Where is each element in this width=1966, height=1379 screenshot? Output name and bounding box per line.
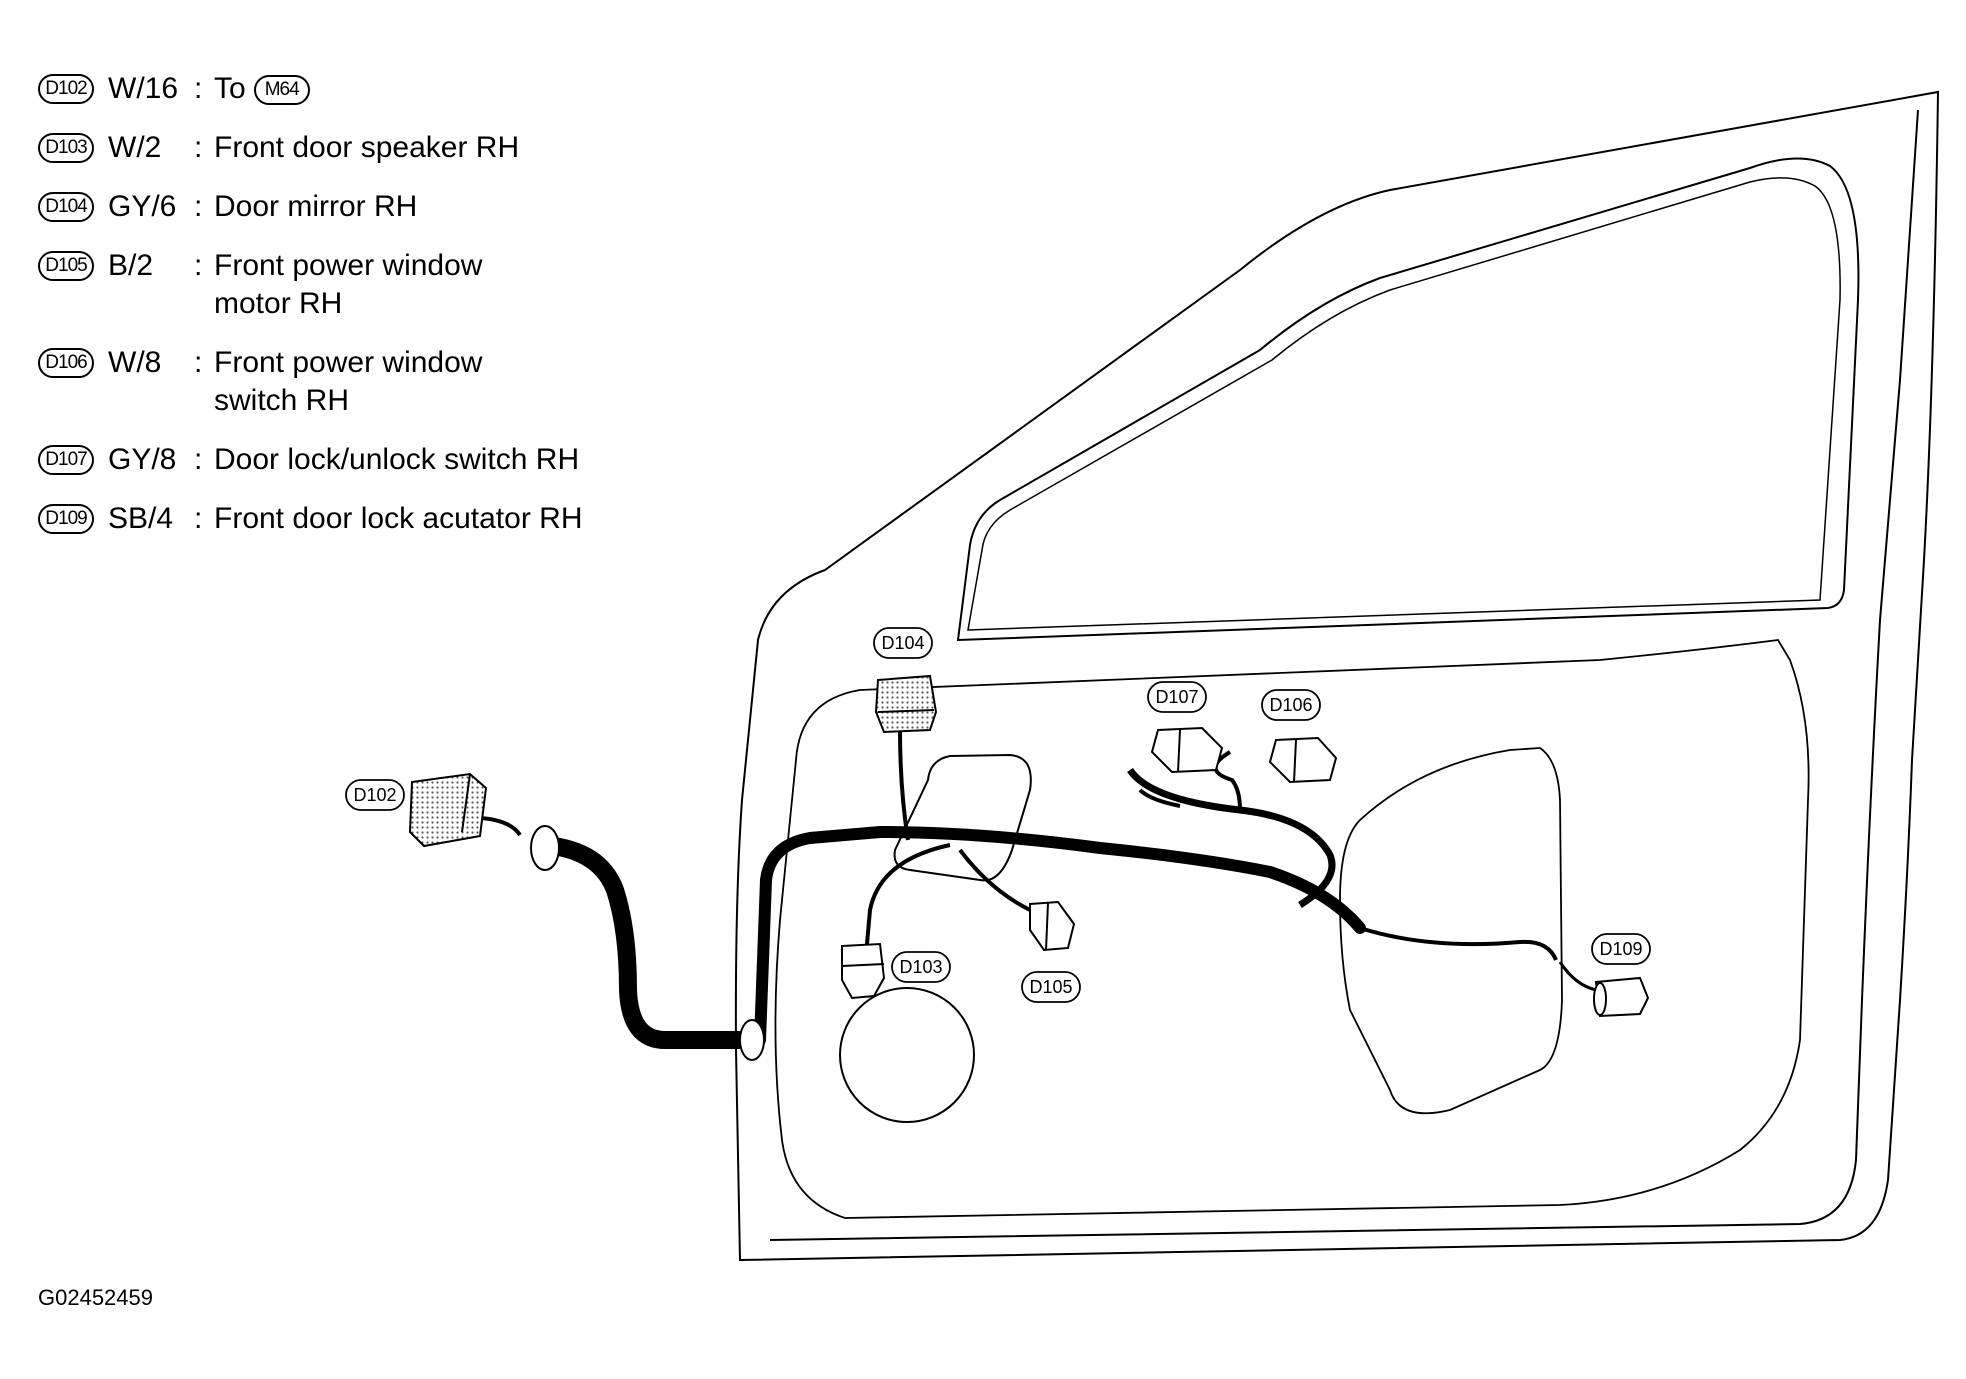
description-text: To	[214, 72, 246, 105]
service-hole	[893, 753, 1032, 882]
connector-d103-shape	[841, 942, 886, 1000]
connector-badge: D103	[38, 133, 94, 163]
callout-d102-label: D102	[353, 785, 396, 805]
legend-row-d107: D107 GY/8 : Door lock/unlock switch RH	[38, 441, 582, 479]
callout-d107: D107	[1147, 681, 1207, 713]
connector-description: Door lock/unlock switch RH	[214, 443, 580, 476]
harness-d102-lead	[479, 816, 522, 837]
callout-d109: D109	[1591, 933, 1651, 965]
separator: :	[194, 131, 203, 164]
separator: :	[194, 190, 203, 223]
connector-description: Front power window motor RH	[214, 249, 483, 320]
connector-badge: D104	[38, 192, 94, 222]
legend-row-d103: D103 W/2 : Front door speaker RH	[38, 129, 582, 167]
connector-badge: D106	[38, 348, 94, 378]
harness-branch-speaker	[864, 843, 951, 956]
armrest-pocket	[1339, 747, 1563, 1115]
wire-color: GY/6	[108, 190, 177, 223]
connector-badge: D102	[38, 74, 94, 104]
callout-d105-label: D105	[1029, 977, 1072, 997]
callout-d103-label: D103	[899, 957, 942, 977]
wire-color: GY/8	[108, 443, 177, 476]
legend-row-d104: D104 GY/6 : Door mirror RH	[38, 188, 582, 226]
legend-row-d105: D105 B/2 : Front power window motor RH	[38, 247, 582, 323]
connector-d107-shape	[1150, 726, 1224, 774]
connector-badge: D107	[38, 445, 94, 475]
harness-branch-window-motor	[958, 848, 1031, 912]
connector-description: Front power window switch RH	[214, 346, 483, 417]
connector-badge: D105	[38, 251, 94, 281]
grommet-lower	[739, 1019, 765, 1061]
connector-ref-badge: M64	[253, 75, 310, 106]
door-inner-frame	[769, 109, 1919, 1241]
speaker-outline	[839, 987, 975, 1123]
wire-color: W/16	[108, 72, 179, 105]
connector-description: Door mirror RH	[214, 190, 418, 223]
callout-d104-label: D104	[881, 633, 924, 653]
separator: :	[194, 346, 203, 379]
window-opening	[956, 157, 1860, 642]
connector-d102-shape	[408, 772, 488, 848]
connector-d109-shape	[1558, 961, 1650, 1018]
grommet-upper	[530, 825, 560, 871]
callout-d105: D105	[1021, 971, 1081, 1003]
harness-branch-switch	[1127, 767, 1336, 908]
callout-d103: D103	[891, 951, 951, 983]
callout-d107-label: D107	[1155, 687, 1198, 707]
harness-branch-lock	[1359, 926, 1558, 961]
callout-d106-label: D106	[1269, 695, 1312, 715]
callout-d104: D104	[873, 627, 933, 659]
harness-branch-mirror	[898, 729, 910, 841]
window-inner-line	[967, 177, 1841, 631]
separator: :	[194, 443, 203, 476]
connector-d104-shape	[874, 674, 938, 734]
wire-color: W/2	[108, 131, 162, 164]
separator: :	[194, 502, 203, 535]
callout-d106: D106	[1261, 689, 1321, 721]
door-trim-panel	[774, 639, 1810, 1219]
door-outline	[734, 90, 1940, 1262]
connector-description: Front door speaker RH	[214, 131, 520, 164]
separator: :	[194, 72, 203, 105]
connector-d106-shape	[1268, 736, 1338, 784]
wire-color: B/2	[108, 249, 154, 282]
main-harness	[536, 836, 747, 1049]
callout-d109-label: D109	[1599, 939, 1642, 959]
connector-description: Front door lock acutator RH	[214, 502, 583, 535]
wire-color: SB/4	[108, 502, 174, 535]
main-harness-upper	[754, 825, 1366, 1046]
separator: :	[194, 249, 203, 282]
wire-color: W/8	[108, 346, 162, 379]
harness-branch-lock-switch	[1138, 788, 1181, 808]
connector-badge: D109	[38, 504, 94, 534]
connector-d105-shape	[1029, 900, 1076, 952]
callout-d102: D102	[345, 779, 405, 811]
legend-row-d106: D106 W/8 : Front power window switch RH	[38, 344, 582, 420]
legend-row-d109: D109 SB/4 : Front door lock acutator RH	[38, 500, 582, 538]
figure-id: G02452459	[38, 1285, 153, 1310]
